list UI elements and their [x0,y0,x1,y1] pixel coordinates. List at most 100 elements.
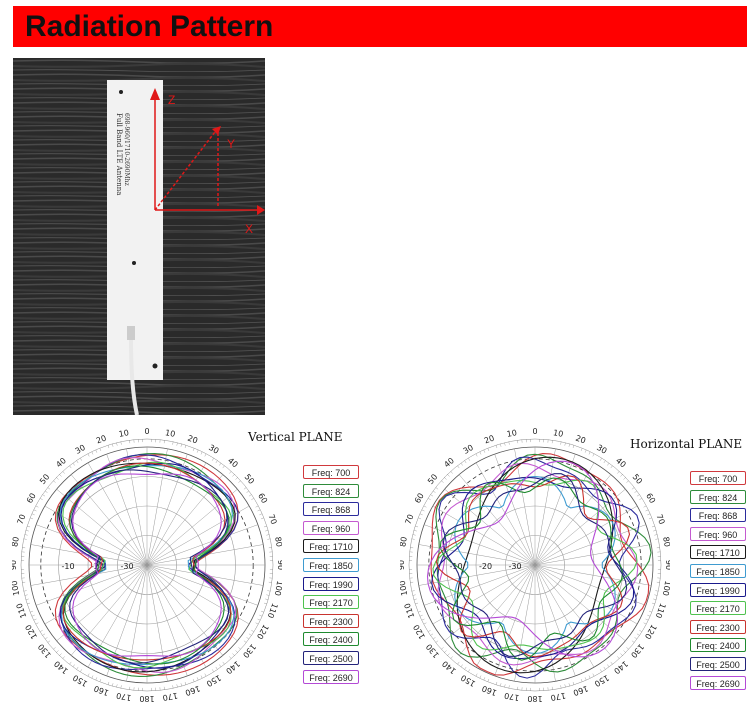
angle-label: 80 [273,536,282,548]
angle-label: 40 [442,456,456,469]
page-title: Radiation Pattern [25,10,274,43]
legend-item: Freq: 2400 [690,638,746,653]
angle-label: 140 [612,659,629,676]
angle-label: 80 [400,536,409,548]
angle-label: 100 [400,580,409,597]
polar-grid [408,438,662,692]
pattern-curve [62,462,232,661]
angle-label: 70 [404,513,416,526]
angle-label: 170 [550,691,567,703]
legend-item: Freq: 700 [690,471,746,485]
legend-item: Freq: 824 [303,483,359,498]
legend-item: Freq: 2500 [690,656,746,671]
axis-label-x: X [245,222,253,236]
legend-item: Freq: 2170 [690,601,746,616]
legend-item: Freq: 2690 [303,669,359,684]
angle-label: 30 [74,443,87,456]
antenna-label-1: Full Band LTE Antenna [115,113,123,195]
legend-item: Freq: 2690 [690,675,746,690]
legend-item: Freq: 868 [690,508,746,523]
angle-label: 120 [24,623,39,641]
polar-grid [20,438,274,692]
pattern-curve [69,469,230,664]
angle-label: 160 [572,684,589,698]
legend-item: Freq: 700 [303,465,359,479]
angle-label: 70 [654,513,666,526]
angle-label: 80 [661,536,670,548]
angle-label: 30 [462,443,475,456]
axis-label-z: Z [168,93,175,107]
angle-label: 90 [12,560,18,570]
angle-label: 80 [12,536,21,548]
angle-label: 120 [643,623,658,641]
header-banner: Radiation Pattern [13,6,747,47]
angle-label: 20 [95,434,108,446]
angle-label: 50 [631,472,644,486]
angle-label: 90 [664,560,670,570]
angle-label: 30 [595,443,608,456]
angle-label: 110 [403,602,417,619]
angle-label: 180 [527,694,542,703]
radial-label: -30 [509,562,522,571]
angle-label: 70 [16,513,28,526]
angle-label: 150 [71,673,89,688]
radial-label: -10 [62,562,75,571]
axis-label-y: Y [227,137,235,151]
pattern-curve [442,473,628,657]
pattern-curve [437,456,640,679]
angle-label: 40 [54,456,68,469]
angle-label: 130 [36,642,53,659]
angle-label: 70 [266,513,278,526]
angle-label: 170 [116,691,133,703]
angle-label: 170 [504,691,521,703]
angle-label: 50 [243,472,256,486]
legend-item: Freq: 960 [303,520,359,535]
angle-label: 100 [273,580,282,597]
pattern-curve [56,453,238,677]
angle-label: 10 [164,428,176,439]
angle-label: 140 [440,659,457,676]
angle-label: 90 [400,560,406,570]
angle-label: 160 [481,684,498,698]
legend-item: Freq: 824 [690,489,746,504]
legend-item: Freq: 2500 [303,650,359,665]
pattern-curve [426,460,619,658]
antenna-photo: Full Band LTE Antenna 698-960/1710-2690M… [13,58,265,415]
legend-item: Freq: 1850 [690,563,746,578]
axis-arrows [150,88,265,215]
angle-label: 180 [139,694,154,703]
angle-label: 150 [205,673,223,688]
legend-item: Freq: 868 [303,502,359,517]
radial-label: -20 [479,562,492,571]
vertical-plane-title: Vertical PLANE [248,430,343,444]
antenna-strip: Full Band LTE Antenna 698-960/1710-2690M… [107,80,163,415]
pattern-curve [439,477,623,661]
legend-item: Freq: 1990 [303,576,359,591]
antenna-label-2: 698-960/1710-2690Mhz [123,113,130,186]
angle-label: 20 [483,434,496,446]
angle-label: 10 [118,428,130,439]
angle-label: 40 [226,456,240,469]
angle-label: 160 [184,684,201,698]
radial-label: -30 [121,562,134,571]
angle-label: 150 [593,673,611,688]
angle-label: 10 [506,428,518,439]
legend-item: Freq: 1710 [303,539,359,554]
angle-label: 50 [426,472,439,486]
angle-label: 20 [574,434,587,446]
angle-label: 170 [162,691,179,703]
angle-label: 130 [629,642,646,659]
pattern-curve [62,461,232,669]
angle-label: 140 [224,659,241,676]
pattern-curve [435,475,631,658]
angle-label: 20 [186,434,199,446]
angle-label: 140 [52,659,69,676]
angle-label: 50 [38,472,51,486]
pattern-curve [435,453,652,673]
horizontal-plane-title: Horizontal PLANE [630,437,743,451]
pattern-curve [59,465,235,665]
legend-item: Freq: 1990 [690,582,746,597]
legend-item: Freq: 1710 [690,545,746,560]
